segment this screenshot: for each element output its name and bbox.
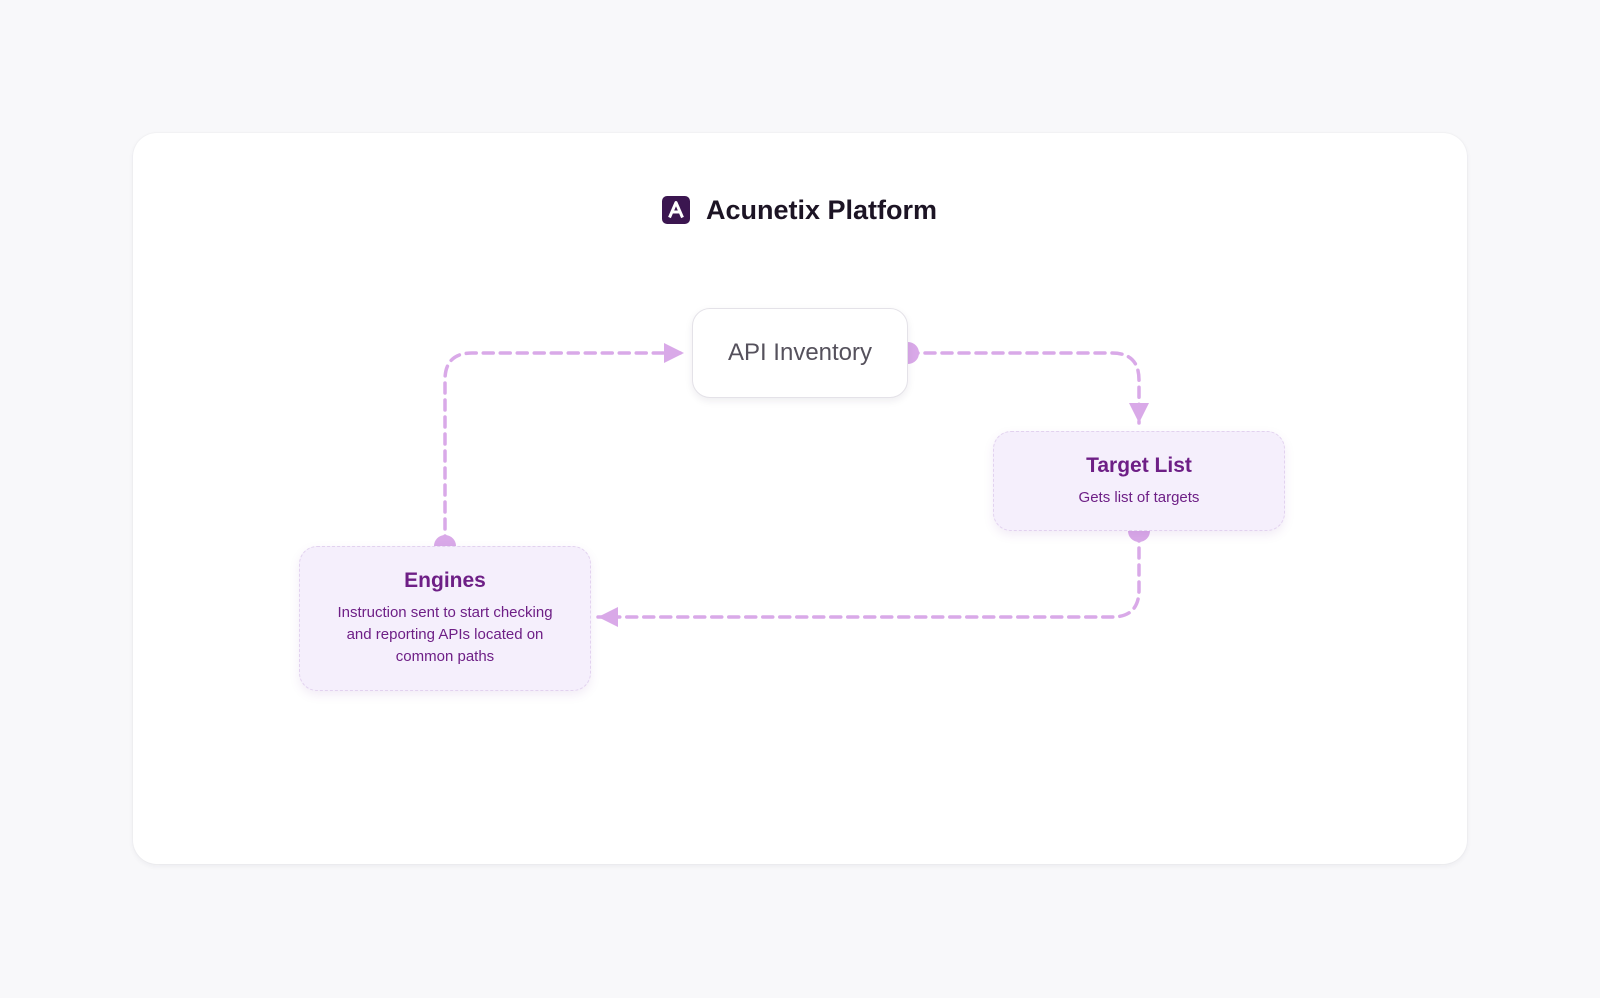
node-engines-title: Engines	[404, 569, 486, 592]
node-api-inventory: API Inventory	[692, 308, 908, 398]
node-target-list: Target List Gets list of targets	[993, 431, 1285, 531]
node-engines: Engines Instruction sent to start checki…	[299, 546, 591, 691]
node-target-list-title: Target List	[1086, 453, 1192, 477]
edge-engines-to-api-inventory	[443, 343, 686, 548]
node-target-list-description: Gets list of targets	[1078, 488, 1200, 506]
acunetix-logo-icon	[662, 196, 690, 224]
node-engines-description: Instruction sent to start checking and r…	[337, 604, 553, 665]
logo-letter-a-icon	[668, 201, 684, 219]
node-api-inventory-title: API Inventory	[727, 339, 873, 366]
platform-header: Acunetix Platform	[662, 192, 937, 228]
platform-title: Acunetix Platform	[706, 194, 938, 225]
edge-target-list-to-engines	[596, 529, 1141, 627]
edge-api-inventory-to-target-list	[906, 351, 1149, 425]
